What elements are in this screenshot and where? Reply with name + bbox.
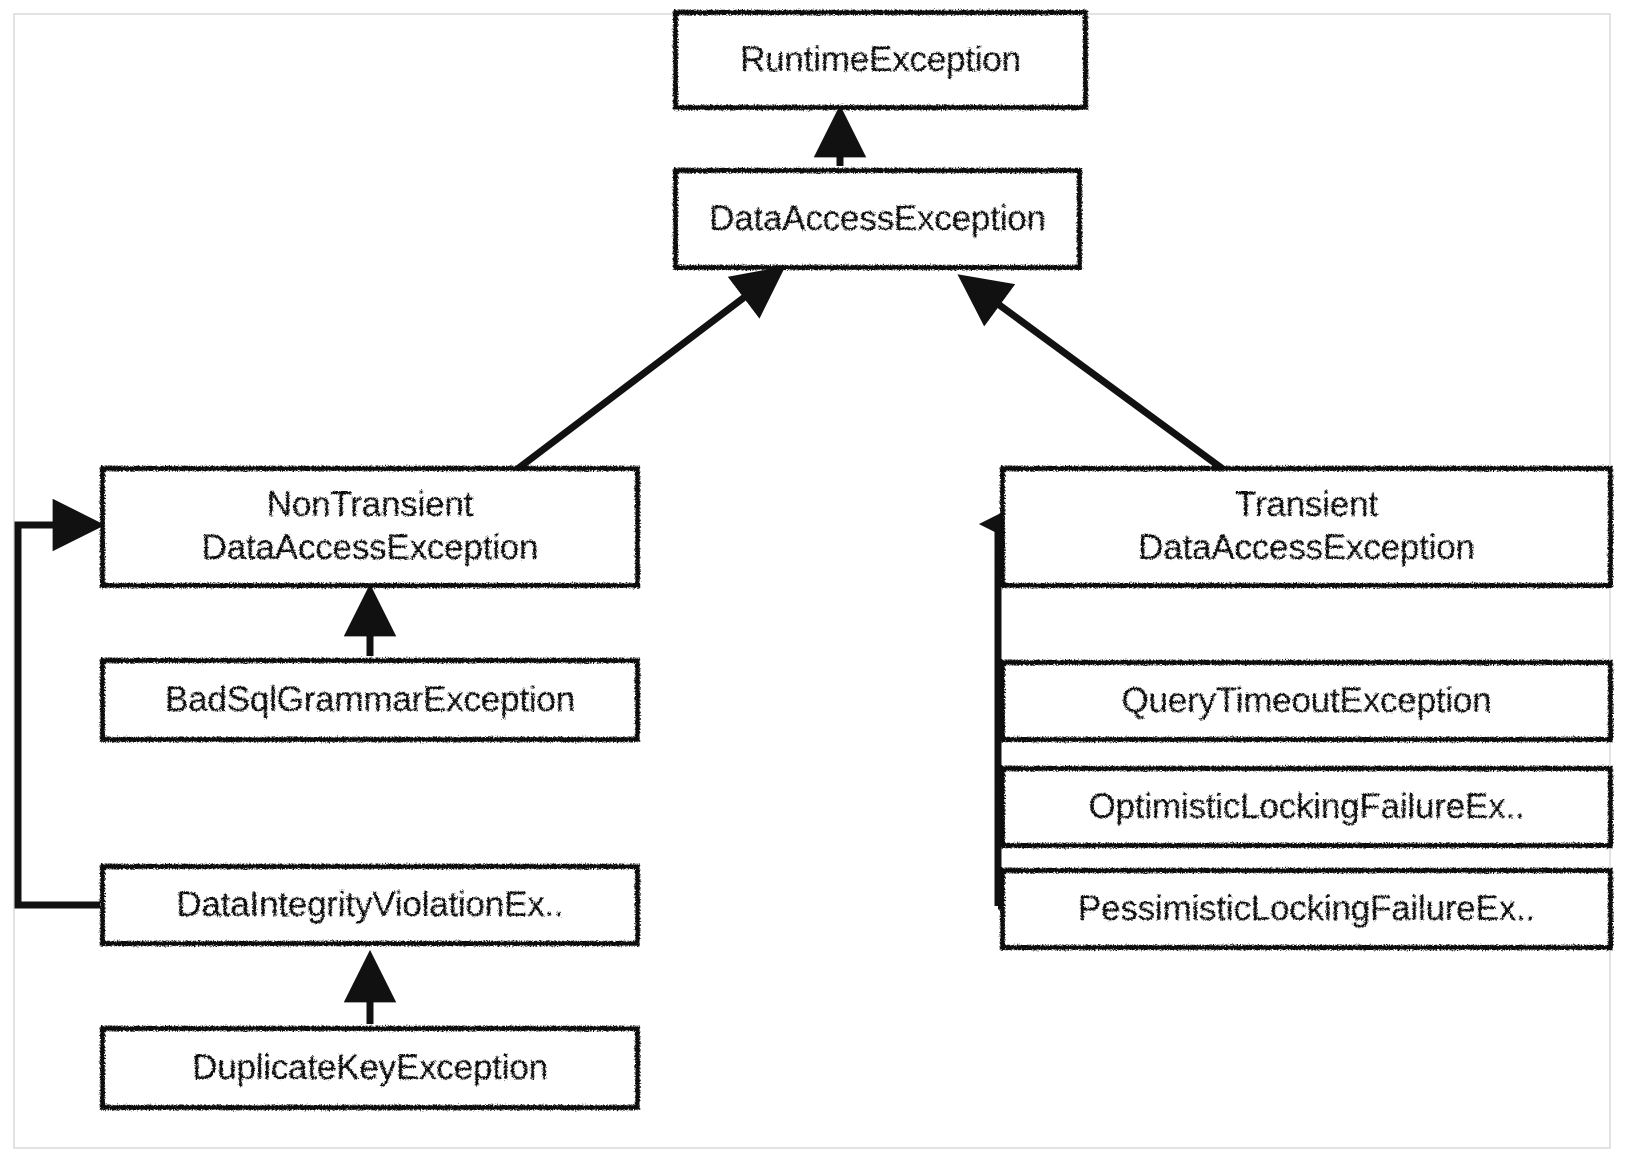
node-runtime-exception[interactable]: RuntimeException <box>673 10 1088 110</box>
edge-nontransient-to-dae <box>484 266 786 495</box>
edge-transient-to-dae <box>957 274 1249 489</box>
node-data-integrity-violation-exception[interactable]: DataIntegrityViolationEx.. <box>100 864 640 946</box>
node-optimistic-locking-failure-exception[interactable]: OptimisticLockingFailureEx.. <box>1000 766 1613 848</box>
node-query-timeout-exception[interactable]: QueryTimeoutException <box>1000 660 1613 742</box>
node-label: NonTransient DataAccessException <box>201 485 539 567</box>
node-label: QueryTimeoutException <box>1121 680 1492 720</box>
node-label: DataIntegrityViolationEx.. <box>176 884 564 924</box>
node-label: Transient DataAccessException <box>1138 485 1475 567</box>
node-data-access-exception[interactable]: DataAccessException <box>673 168 1082 270</box>
node-label: OptimisticLockingFailureEx.. <box>1088 786 1525 826</box>
node-label: BadSqlGrammarException <box>165 679 575 719</box>
node-duplicate-key-exception[interactable]: DuplicateKeyException <box>100 1026 640 1110</box>
node-pessimistic-locking-failure-exception[interactable]: PessimisticLockingFailureEx.. <box>1000 868 1613 950</box>
node-label: DuplicateKeyException <box>192 1047 548 1087</box>
node-label: DataAccessException <box>709 198 1046 238</box>
edge-dataintegrity-to-nontransient <box>14 498 106 909</box>
node-label: RuntimeException <box>740 39 1021 79</box>
node-label: PessimisticLockingFailureEx.. <box>1077 888 1536 928</box>
node-non-transient-data-access-exception[interactable]: NonTransient DataAccessException <box>100 466 640 588</box>
node-transient-data-access-exception[interactable]: Transient DataAccessException <box>1000 466 1613 588</box>
edge-transient-children-trunk <box>978 497 1032 906</box>
node-bad-sql-grammar-exception[interactable]: BadSqlGrammarException <box>100 658 640 742</box>
